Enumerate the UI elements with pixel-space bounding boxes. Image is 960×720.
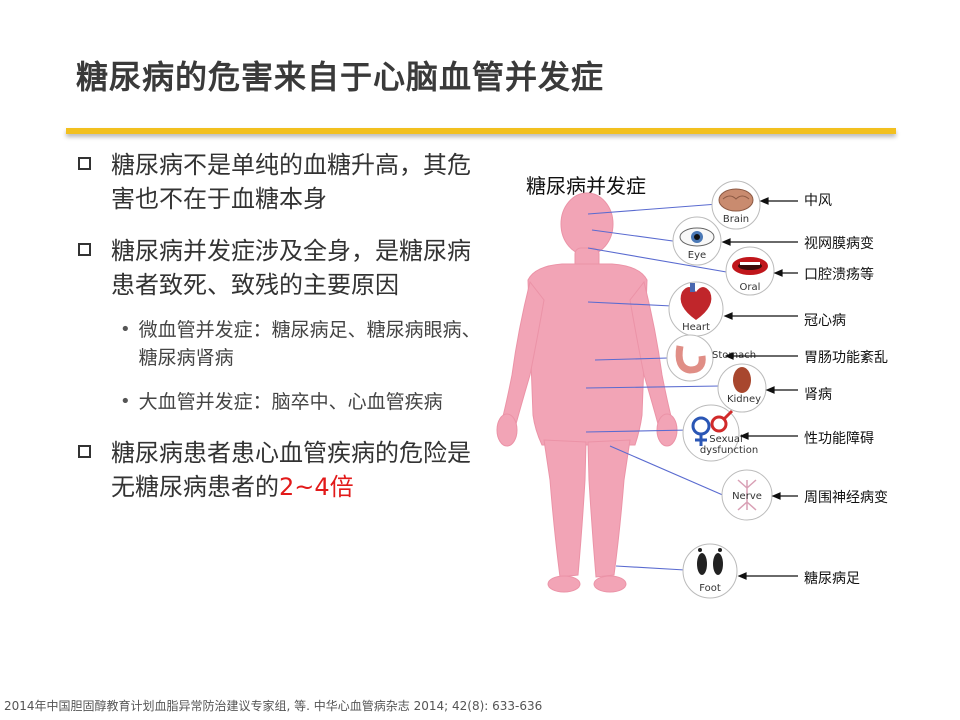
kidney-icon: Kidney [717, 363, 767, 413]
sexual-icon-label-2: dysfunction [700, 445, 758, 456]
dot-bullet-icon: • [120, 319, 131, 340]
sub-bullet-item: • 微血管并发症：糖尿病足、糖尿病眼病、糖尿病肾病 [120, 316, 498, 372]
label-stroke: 中风 [804, 193, 832, 209]
gender-symbol-icon: Sexual dysfunction [682, 404, 758, 462]
bullet-item: 糖尿病并发症涉及全身，是糖尿病患者致死、致残的主要原因 [78, 234, 498, 302]
foot-icon-label: Foot [699, 583, 721, 594]
bullet-item: 糖尿病不是单纯的血糖升高，其危害也不在于血糖本身 [78, 148, 498, 216]
human-body-figure [496, 192, 678, 593]
complications-diagram: Brain Eye Oral Heart Stomach Kidney [496, 180, 888, 599]
nerve-icon-label: Nerve [732, 491, 762, 502]
label-heart: 冠心病 [804, 313, 846, 329]
sub-bullet-text: 微血管并发症：糖尿病足、糖尿病眼病、糖尿病肾病 [138, 319, 481, 369]
label-nerve: 周围神经病变 [804, 490, 888, 506]
kidney-icon-label: Kidney [727, 394, 761, 405]
bullet-text: 糖尿病患者患心血管疾病的危险是无糖尿病患者的2~4倍 [111, 436, 471, 504]
sub-bullet-item: • 大血管并发症：脑卒中、心血管疾病 [120, 388, 498, 416]
square-bullet-icon [78, 157, 91, 170]
eye-icon: Eye [672, 216, 722, 266]
heart-icon-label: Heart [682, 322, 710, 333]
heart-icon: Heart [668, 281, 724, 337]
label-arrows [721, 197, 798, 580]
title-underline [66, 128, 896, 134]
bullet-text: 糖尿病并发症涉及全身，是糖尿病患者致死、致残的主要原因 [111, 237, 471, 299]
oral-icon-label: Oral [740, 282, 761, 293]
connector-lines [585, 203, 739, 571]
label-gut: 胃肠功能紊乱 [804, 349, 888, 366]
brain-icon: Brain [711, 180, 761, 230]
footprint-icon: Foot [682, 543, 738, 599]
square-bullet-icon [78, 243, 91, 256]
sexual-icon-label-1: Sexual [709, 434, 743, 445]
nerve-icon: Nerve [721, 469, 773, 521]
label-oral: 口腔溃疡等 [804, 266, 874, 283]
bullet-text: 糖尿病不是单纯的血糖升高，其危害也不在于血糖本身 [111, 151, 471, 213]
label-kidney: 肾病 [804, 387, 832, 403]
label-sexual: 性功能障碍 [804, 431, 874, 447]
complication-labels: 中风 视网膜病变 口腔溃疡等 冠心病 胃肠功能紊乱 肾病 性功能障碍 周围神经病… [804, 193, 888, 587]
square-bullet-icon [78, 445, 91, 458]
brain-icon-label: Brain [723, 214, 749, 225]
bullet-list: 糖尿病不是单纯的血糖升高，其危害也不在于血糖本身 糖尿病并发症涉及全身，是糖尿病… [78, 148, 498, 522]
bullet-text-main: 糖尿病患者患心血管疾病的危险是无糖尿病患者的 [111, 439, 471, 501]
label-retina: 视网膜病变 [804, 236, 874, 252]
citation: 2014年中国胆固醇教育计划血脂异常防治建议专家组, 等. 中华心血管病杂志 2… [4, 699, 543, 713]
label-foot: 糖尿病足 [804, 571, 860, 587]
sub-bullet-text: 大血管并发症：脑卒中、心血管疾病 [138, 391, 443, 413]
page-title: 糖尿病的危害来自于心脑血管并发症 [76, 58, 605, 96]
dot-bullet-icon: • [120, 391, 131, 412]
bullet-item: 糖尿病患者患心血管疾病的危险是无糖尿病患者的2~4倍 [78, 436, 498, 504]
risk-multiplier: 2~4倍 [279, 473, 354, 501]
eye-icon-label: Eye [688, 250, 706, 261]
mouth-icon: Oral [725, 246, 775, 296]
